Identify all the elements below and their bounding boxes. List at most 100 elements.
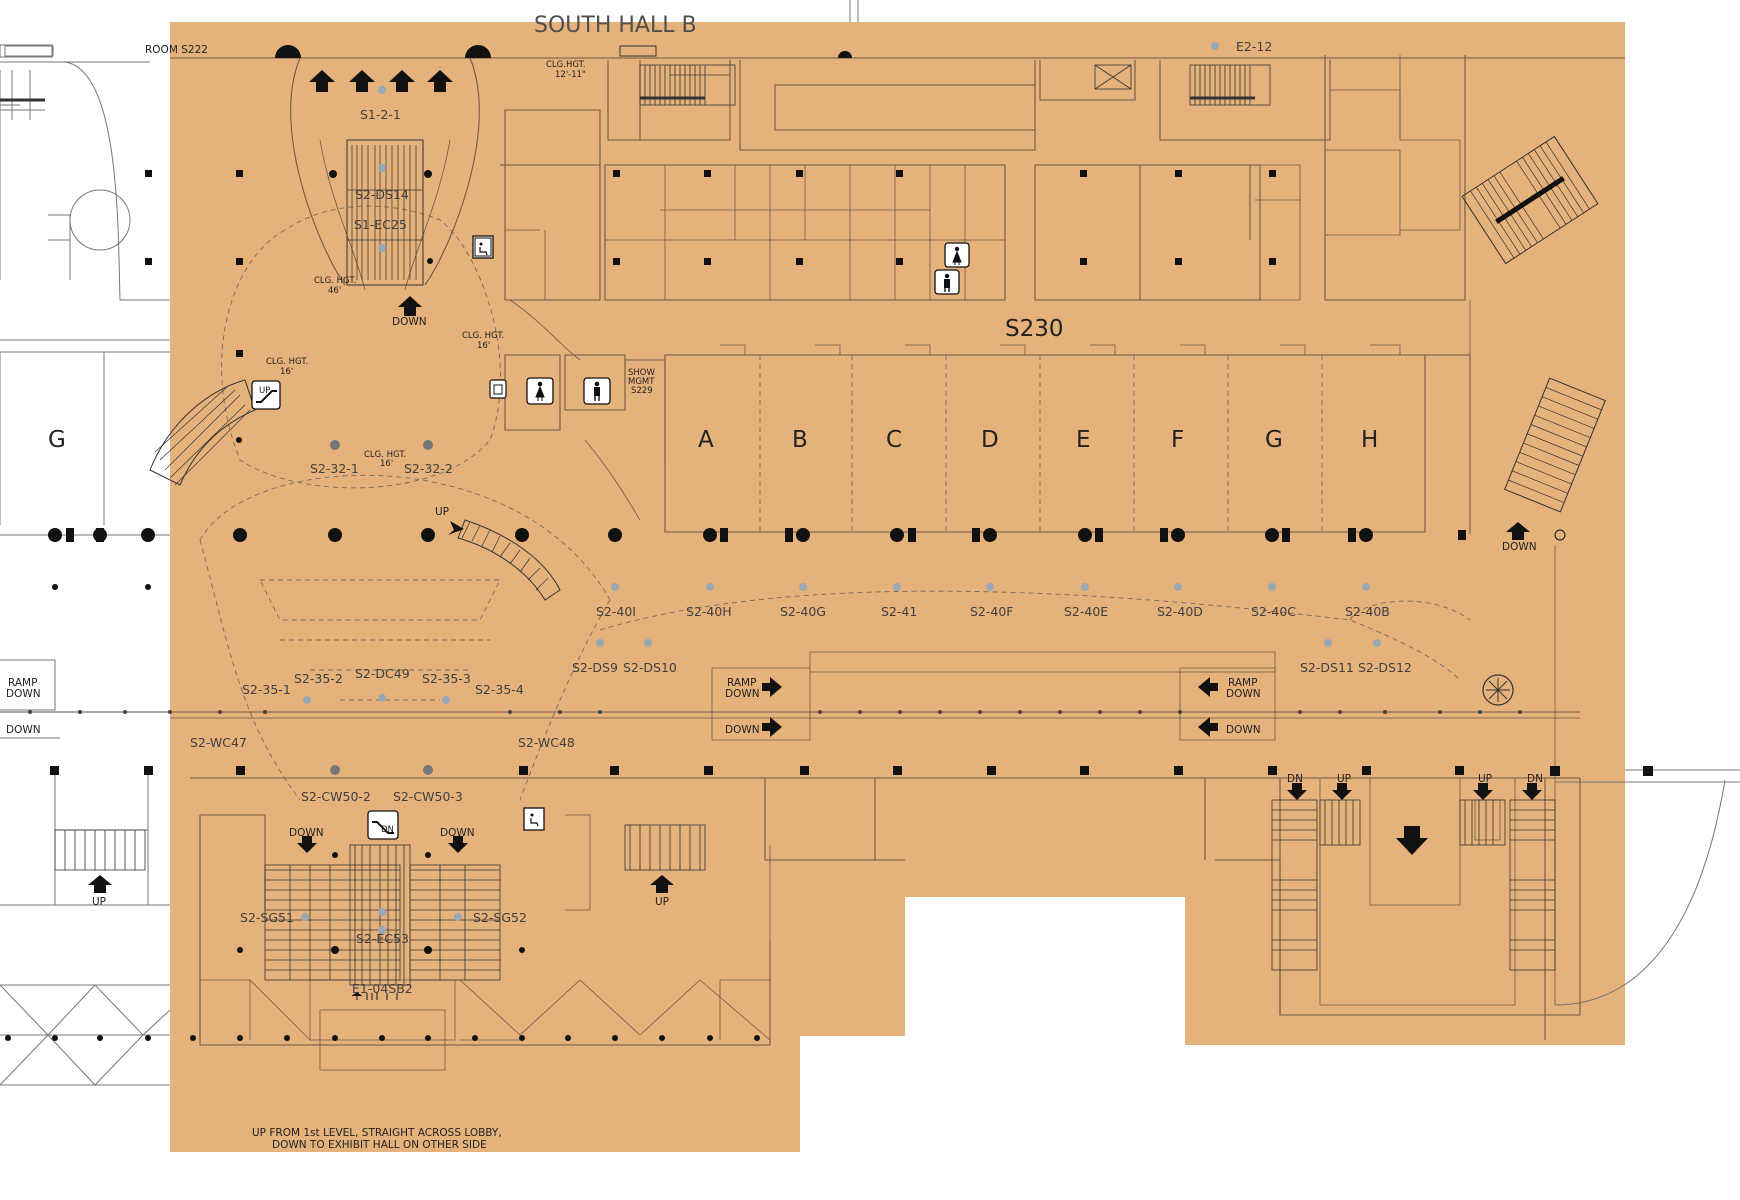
svg-text:S2-35-1: S2-35-1 [242,682,291,697]
svg-text:S2-41: S2-41 [881,604,917,619]
escalator-icon: DN [367,810,399,840]
svg-text:S2-35-3: S2-35-3 [422,671,471,686]
svg-text:S2-DS9: S2-DS9 [572,660,618,675]
footer-note: UP FROM 1st LEVEL, STRAIGHT ACROSS LOBBY… [252,1127,502,1151]
ceiling-height-lower: CLG. HGT. 16' [364,450,406,469]
stairs-lower [54,799,1556,986]
svg-text:S2-40D: S2-40D [1157,604,1203,619]
svg-text:46': 46' [328,286,341,296]
svg-text:DN: DN [381,825,394,835]
svg-text:S2-40C: S2-40C [1251,604,1296,619]
node-labels: E2-12 S1-2-1 S2-DS14 S1-EC25 S2-32-1 S2-… [190,39,1412,996]
room-d: D [981,427,999,453]
room-e: E [1076,427,1091,453]
svg-text:DOWN TO EXHIBIT HALL ON OTHER: DOWN TO EXHIBIT HALL ON OTHER SIDE [272,1139,487,1151]
stairs-right-diagonal [1461,135,1599,265]
escalator-icon: UP [251,380,281,410]
svg-text:UP: UP [1337,773,1351,785]
svg-text:RAMP: RAMP [1228,677,1257,689]
ceiling-height-top: CLG.HGT. 12'-11" [546,60,586,80]
svg-text:DOWN: DOWN [725,724,760,736]
svg-text:S2-SG51: S2-SG51 [240,910,294,925]
svg-text:UP: UP [655,896,669,908]
svg-text:SHOW: SHOW [628,368,655,378]
svg-text:16': 16' [477,341,490,351]
svg-text:S2-DS12: S2-DS12 [1358,660,1412,675]
svg-text:DOWN: DOWN [6,688,41,700]
svg-text:S2-DS14: S2-DS14 [355,187,409,202]
restroom-women-icon [526,377,554,405]
svg-text:UP FROM 1st LEVEL, STRAIGHT AC: UP FROM 1st LEVEL, STRAIGHT ACROSS LOBBY… [252,1127,502,1139]
ceiling-height-right: CLG. HGT. 16' [462,331,504,351]
accessible-elevator-icon [472,235,494,259]
left-room-label: G [48,427,66,453]
ceiling-height-center: CLG. HGT. 46' [314,276,356,296]
svg-text:DOWN: DOWN [289,827,324,839]
node-markers [301,42,1381,934]
ceiling-height-left: CLG. HGT. 16' [266,357,308,377]
svg-text:CLG.HGT.: CLG.HGT. [546,60,586,70]
svg-text:16': 16' [280,367,293,377]
room-a: A [698,427,714,453]
svg-text:S2-DS11: S2-DS11 [1300,660,1354,675]
svg-text:DOWN: DOWN [392,316,427,328]
svg-text:S2-EC53: S2-EC53 [356,931,409,946]
svg-text:16': 16' [380,459,393,469]
svg-text:S229: S229 [631,386,653,396]
svg-text:UP: UP [92,896,106,908]
escalator-top [346,139,424,286]
svg-text:S2-40B: S2-40B [1345,604,1390,619]
svg-text:DOWN: DOWN [725,688,760,700]
svg-text:DOWN: DOWN [1502,541,1537,553]
rail-beads [28,710,1522,714]
svg-text:UP: UP [259,386,270,396]
room-b: B [792,427,808,453]
svg-text:S2-DS10: S2-DS10 [623,660,677,675]
svg-text:S2-40H: S2-40H [686,604,732,619]
stairs-left-curved [149,379,256,486]
columns [5,170,1653,1041]
svg-text:MGMT: MGMT [628,377,655,387]
svg-text:S2-CW50-3: S2-CW50-3 [393,789,463,804]
hall-title: SOUTH HALL B [534,13,697,38]
svg-text:S2-32-1: S2-32-1 [310,461,359,476]
svg-text:S2-32-2: S2-32-2 [404,461,453,476]
svg-text:S2-35-4: S2-35-4 [475,682,524,697]
svg-text:S2-WC48: S2-WC48 [518,735,575,750]
svg-text:S1-EC25: S1-EC25 [354,217,407,232]
svg-text:S1-2-1: S1-2-1 [360,107,401,122]
stairs-top [0,64,1271,106]
door-plate-top [4,45,657,57]
svg-text:S2-40I: S2-40I [596,604,636,619]
svg-text:S2-CW50-2: S2-CW50-2 [301,789,371,804]
svg-text:DOWN: DOWN [1226,688,1261,700]
svg-text:UP: UP [1478,773,1492,785]
room-c: C [886,427,902,453]
svg-text:CLG. HGT.: CLG. HGT. [462,331,504,341]
svg-text:S2-DC49: S2-DC49 [355,666,410,681]
meeting-room-labels: A B C D E F G H [698,427,1378,453]
direction-labels: DOWN UP DOWN UP UP DOWN DOWN DN UP UP DN… [6,316,1543,908]
svg-text:S2-35-2: S2-35-2 [294,671,343,686]
svg-text:CLG. HGT.: CLG. HGT. [364,450,406,460]
svg-text:S2-40E: S2-40E [1064,604,1108,619]
svg-text:DN: DN [1287,773,1303,785]
svg-text:CLG. HGT.: CLG. HGT. [314,276,356,286]
arrow-icon [88,70,1542,1000]
svg-text:E2-12: E2-12 [1236,39,1272,54]
door-swings [275,45,852,58]
show-management-label: SHOW MGMT S229 [628,368,655,396]
svg-text:12'-11": 12'-11" [555,70,586,80]
room-g: G [1265,427,1283,453]
room-label-top-left: ROOM S222 [145,44,208,56]
dashed-boundaries [199,205,1471,801]
svg-text:E1-04SB2: E1-04SB2 [352,981,413,996]
svg-text:DOWN: DOWN [6,724,41,736]
svg-text:DOWN: DOWN [440,827,475,839]
svg-text:UP: UP [435,506,449,518]
svg-text:S2-WC47: S2-WC47 [190,735,247,750]
svg-text:RAMP: RAMP [727,677,756,689]
escalator-mid-curved [457,519,561,601]
accessible-elevator-icon [523,807,545,831]
